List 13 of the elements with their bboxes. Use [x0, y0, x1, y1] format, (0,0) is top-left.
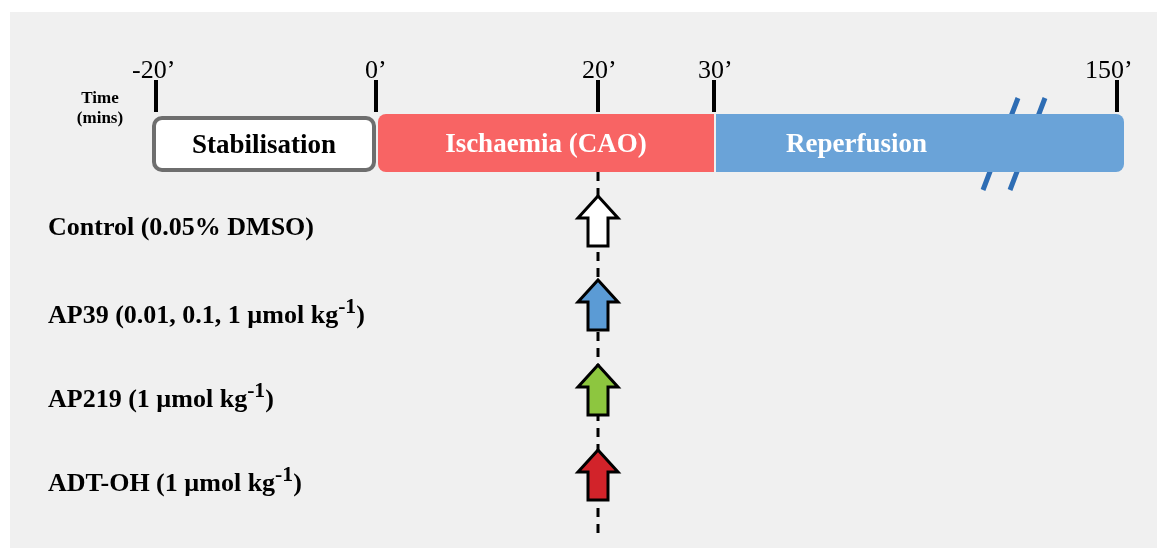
tick-label: 0’	[365, 55, 387, 85]
tick-label: -20’	[132, 55, 176, 85]
tick-label: 30’	[698, 55, 733, 85]
ischaemia-phase-bar: Ischaemia (CAO)	[378, 114, 714, 172]
treatment-label: Control (0.05% DMSO)	[48, 212, 314, 242]
tick-label: 150’	[1085, 55, 1133, 85]
treatment-label: ADT-OH (1 µmol kg$^{-1}$)	[48, 462, 302, 498]
tick-label: 20’	[582, 55, 617, 85]
stabilisation-phase-bar: Stabilisation	[152, 116, 376, 172]
treatment-label: AP219 (1 µmol kg$^{-1}$)	[48, 378, 274, 414]
treatment-label: AP39 (0.01, 0.1, 1 µmol kg$^{-1}$)	[48, 294, 365, 330]
reperfusion-phase-bar: Reperfusion	[716, 114, 1124, 172]
axis-title: Time (mins)	[75, 88, 125, 129]
